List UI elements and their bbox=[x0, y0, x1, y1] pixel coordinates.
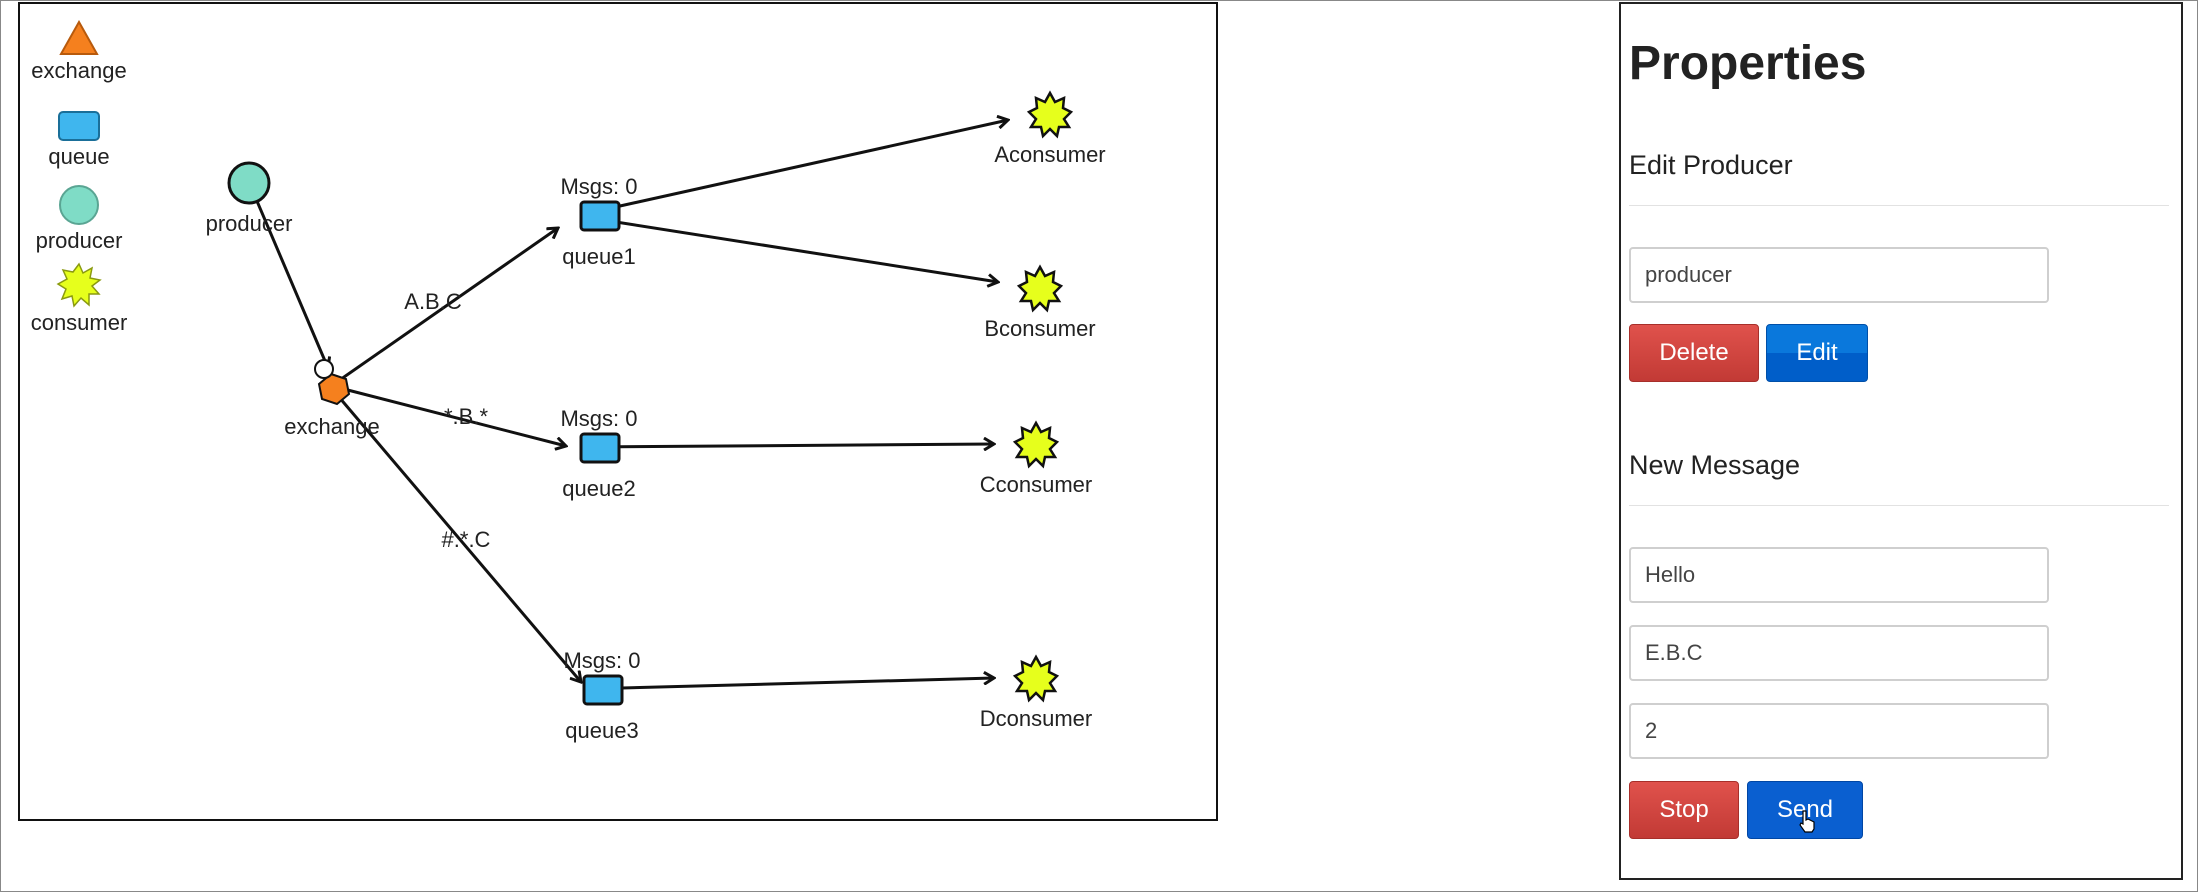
square-icon bbox=[579, 200, 621, 232]
node-label: queue1 bbox=[562, 244, 635, 269]
divider bbox=[1629, 505, 2169, 506]
starburst-icon bbox=[1026, 90, 1074, 139]
graph-svg: A.B.C *.B.* #.*.C producer exchange Msgs… bbox=[206, 90, 1106, 743]
hexagon-icon bbox=[317, 372, 351, 406]
properties-panel: Properties Edit Producer Delete Edit New… bbox=[1619, 2, 2183, 880]
node-bconsumer[interactable]: Bconsumer bbox=[984, 264, 1096, 341]
edge-exchange-queue3[interactable] bbox=[331, 389, 581, 682]
triangle-icon bbox=[59, 20, 99, 55]
square-icon bbox=[579, 432, 621, 464]
palette-label: producer bbox=[35, 228, 123, 253]
square-icon bbox=[582, 674, 624, 706]
divider bbox=[1629, 205, 2169, 206]
edges bbox=[246, 120, 1008, 691]
queue-msgs: Msgs: 0 bbox=[560, 174, 637, 199]
palette-label: queue bbox=[48, 144, 110, 169]
edge-queue1-aconsumer[interactable] bbox=[583, 120, 1008, 216]
graph-canvas[interactable]: A.B.C *.B.* #.*.C producer exchange Msgs… bbox=[138, 2, 1218, 821]
palette-item-producer[interactable]: producer bbox=[20, 184, 138, 254]
edit-button[interactable]: Edit bbox=[1766, 324, 1868, 382]
count-input[interactable] bbox=[1629, 703, 2049, 759]
node-queue3[interactable]: Msgs: 0 queue3 bbox=[563, 648, 640, 743]
node-producer[interactable]: producer bbox=[206, 161, 293, 236]
node-label: queue2 bbox=[562, 476, 635, 501]
binding-label: A.B.C bbox=[404, 289, 462, 314]
edge-exchange-queue2[interactable] bbox=[335, 385, 566, 446]
edit-producer-heading: Edit Producer bbox=[1629, 150, 1793, 180]
node-label: Aconsumer bbox=[994, 142, 1105, 167]
node-cconsumer[interactable]: Cconsumer bbox=[980, 420, 1092, 497]
node-aconsumer[interactable]: Aconsumer bbox=[994, 90, 1106, 167]
binding-label: *.B.* bbox=[444, 404, 488, 429]
palette-label: consumer bbox=[30, 310, 128, 335]
edge-producer-exchange[interactable] bbox=[246, 179, 328, 368]
circle-icon bbox=[59, 185, 99, 225]
node-queue2[interactable]: Msgs: 0 queue2 bbox=[560, 406, 637, 501]
new-message-heading: New Message bbox=[1629, 450, 1801, 480]
palette-item-queue[interactable]: queue bbox=[20, 110, 138, 170]
node-label: producer bbox=[206, 211, 293, 236]
stop-button[interactable]: Stop bbox=[1629, 781, 1739, 839]
connector-handle[interactable] bbox=[314, 359, 334, 379]
palette-label: exchange bbox=[31, 58, 127, 83]
node-palette: exchange queue producer consumer bbox=[18, 2, 141, 821]
node-queue1[interactable]: Msgs: 0 queue1 bbox=[560, 174, 637, 269]
starburst-icon bbox=[1012, 654, 1060, 703]
routing-key-input[interactable] bbox=[1629, 625, 2049, 681]
palette-item-exchange[interactable]: exchange bbox=[20, 20, 138, 84]
node-label: Bconsumer bbox=[984, 316, 1095, 341]
starburst-icon bbox=[1012, 420, 1060, 469]
binding-label: #.*.C bbox=[442, 527, 491, 552]
edge-exchange-queue1[interactable] bbox=[333, 228, 558, 386]
node-label: queue3 bbox=[565, 718, 638, 743]
delete-button[interactable]: Delete bbox=[1629, 324, 1759, 382]
node-dconsumer[interactable]: Dconsumer bbox=[980, 654, 1092, 731]
node-label: Cconsumer bbox=[980, 472, 1092, 497]
queue-msgs: Msgs: 0 bbox=[560, 406, 637, 431]
square-icon bbox=[58, 111, 100, 141]
producer-name-input[interactable] bbox=[1629, 247, 2049, 303]
edge-queue2-cconsumer[interactable] bbox=[583, 444, 994, 447]
palette-item-consumer[interactable]: consumer bbox=[20, 262, 138, 336]
circle-icon bbox=[227, 161, 271, 205]
edge-queue3-dconsumer[interactable] bbox=[583, 678, 994, 691]
edge-queue1-bconsumer[interactable] bbox=[583, 215, 998, 282]
starburst-icon bbox=[1016, 264, 1064, 313]
queue-msgs: Msgs: 0 bbox=[563, 648, 640, 673]
node-label: exchange bbox=[284, 414, 379, 439]
node-exchange[interactable]: exchange bbox=[284, 359, 380, 439]
starburst-icon bbox=[56, 262, 102, 308]
message-input[interactable] bbox=[1629, 547, 2049, 603]
hand-cursor-icon bbox=[1799, 810, 1815, 833]
panel-title: Properties bbox=[1629, 37, 1867, 90]
node-label: Dconsumer bbox=[980, 706, 1092, 731]
